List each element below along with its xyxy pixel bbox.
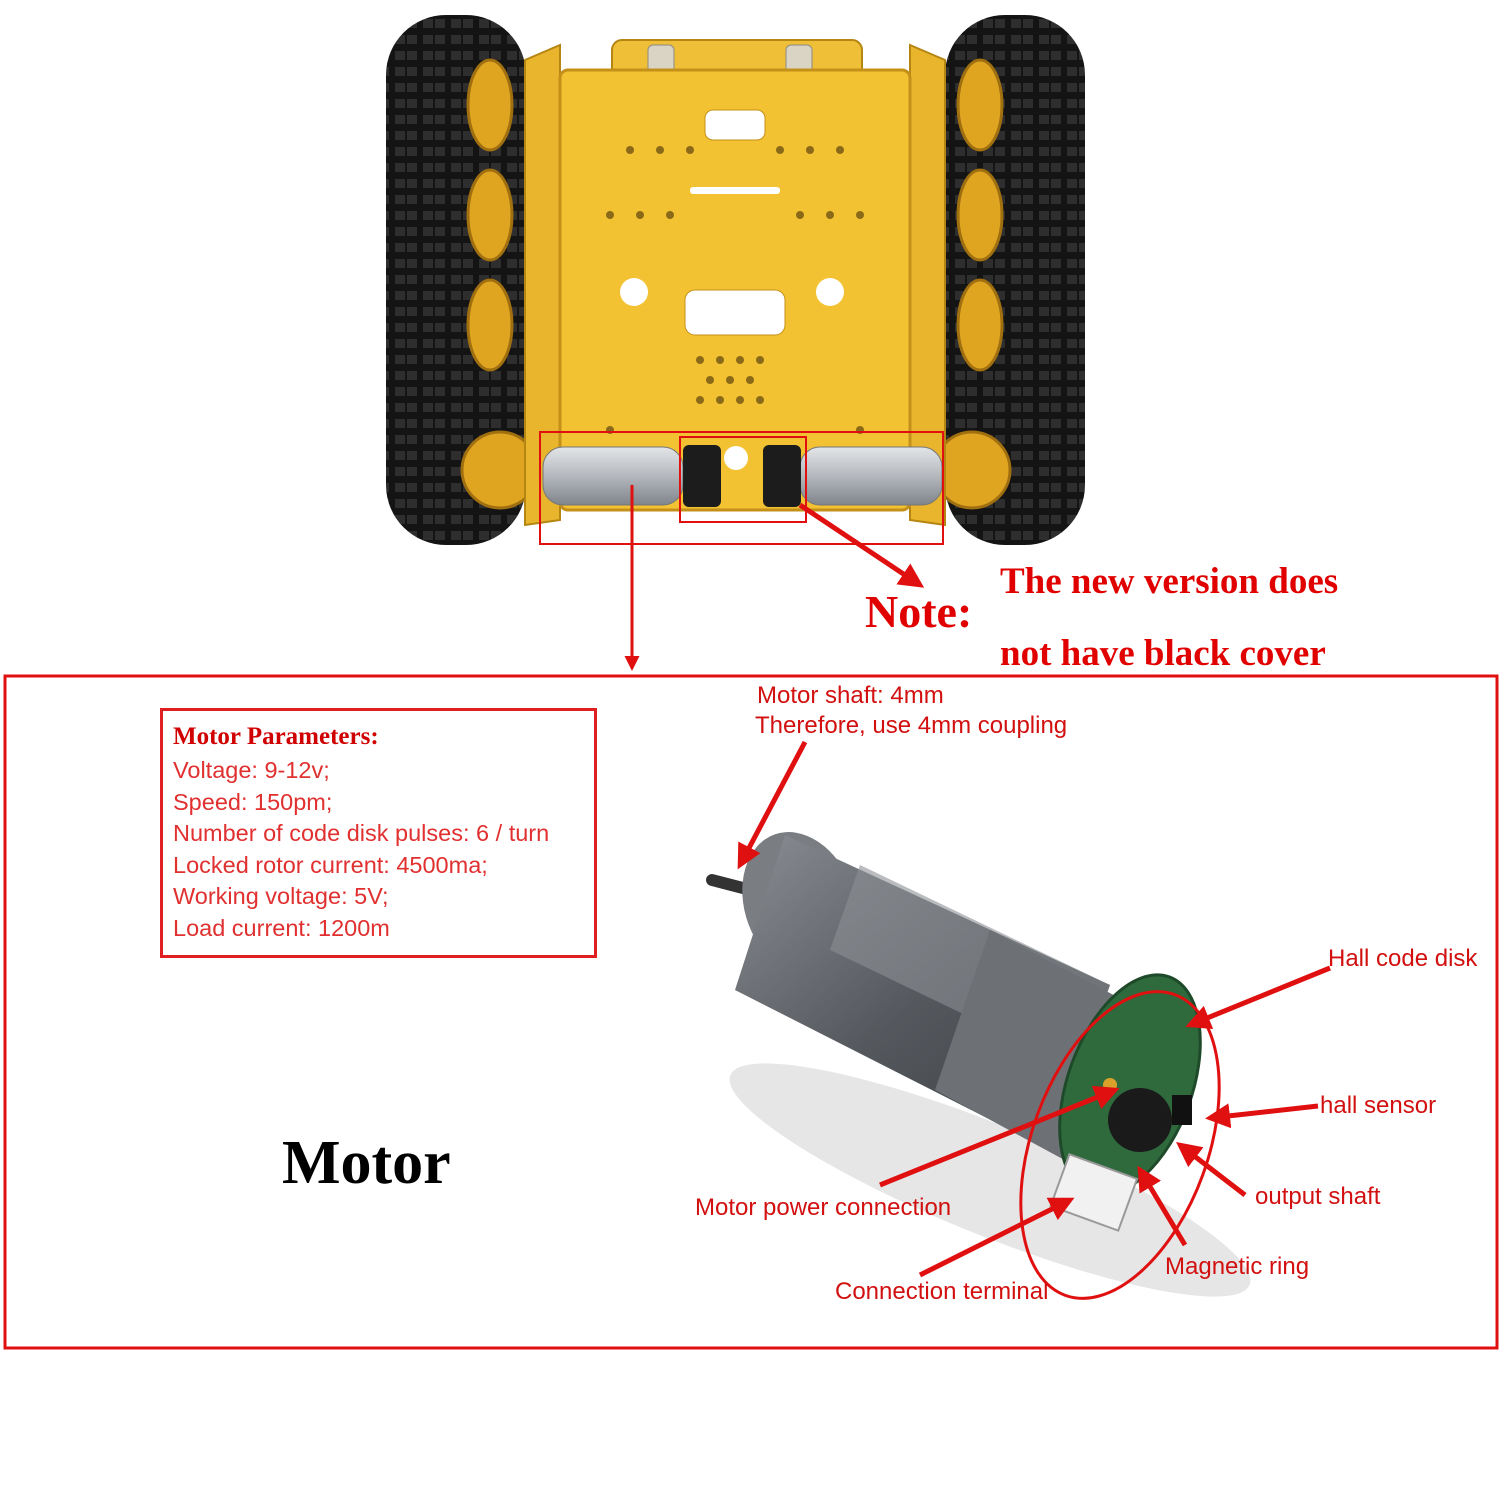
note-text-line2: not have black cover: [1000, 633, 1326, 674]
magnetic-ring: [1108, 1088, 1172, 1152]
parameter-working-voltage: Working voltage: 5V;: [173, 883, 389, 909]
parameter-code-disk-pulses: Number of code disk pulses: 6 / turn: [173, 820, 550, 846]
tank-chassis-photo: [386, 15, 1085, 545]
motor-detail-panel: [3, 674, 1499, 1350]
callout-arrows: [737, 740, 1331, 1278]
left-side-plate: [524, 43, 561, 527]
parameter-locked-rotor-current: Locked rotor current: 4500ma;: [173, 851, 488, 878]
callout-hall-sensor: hall sensor: [1320, 1092, 1437, 1119]
right-motor-cylinder: [799, 446, 943, 506]
parameters-list: Voltage: 9-12v; Speed: 150pm; Number of …: [173, 755, 584, 944]
hall-sensor-chip: [1172, 1095, 1192, 1125]
encoder-highlight-ellipse: [1019, 990, 1221, 1300]
arrow-to-note: [798, 502, 925, 588]
encoder-motor-photo: [706, 832, 1251, 1297]
motor-title: Motor: [282, 1129, 451, 1197]
callout-hall-code-disk: Hall code disk: [1328, 945, 1478, 972]
callout-magnetic-ring: Magnetic ring: [1165, 1253, 1310, 1280]
callout-motor-power: Motor power connection: [695, 1194, 952, 1221]
parameters-title: Motor Parameters:: [173, 723, 379, 750]
parameter-voltage: Voltage: 9-12v;: [173, 757, 330, 783]
note-text-line1: The new version does: [1000, 561, 1339, 602]
parameter-load-current: Load current: 1200m: [173, 914, 390, 941]
motor-parameters-box: Motor Parameters: Voltage: 9-12v; Speed:…: [160, 708, 597, 958]
callout-connection-terminal: Connection terminal: [835, 1278, 1049, 1305]
note-label: Note:: [865, 586, 973, 637]
motor-highlight-box: [539, 431, 944, 545]
black-cover-right: [763, 445, 801, 507]
callout-output-shaft: output shaft: [1255, 1183, 1381, 1210]
black-cover-left: [683, 445, 721, 507]
callout-coupling: Therefore, use 4mm coupling: [755, 712, 1068, 739]
left-motor-cylinder: [542, 446, 684, 506]
sprocket-wheels: [460, 58, 1012, 510]
parameter-speed: Speed: 150pm;: [173, 788, 333, 815]
callout-motor-shaft: Motor shaft: 4mm: [757, 682, 944, 709]
cover-highlight-box: [679, 436, 807, 523]
